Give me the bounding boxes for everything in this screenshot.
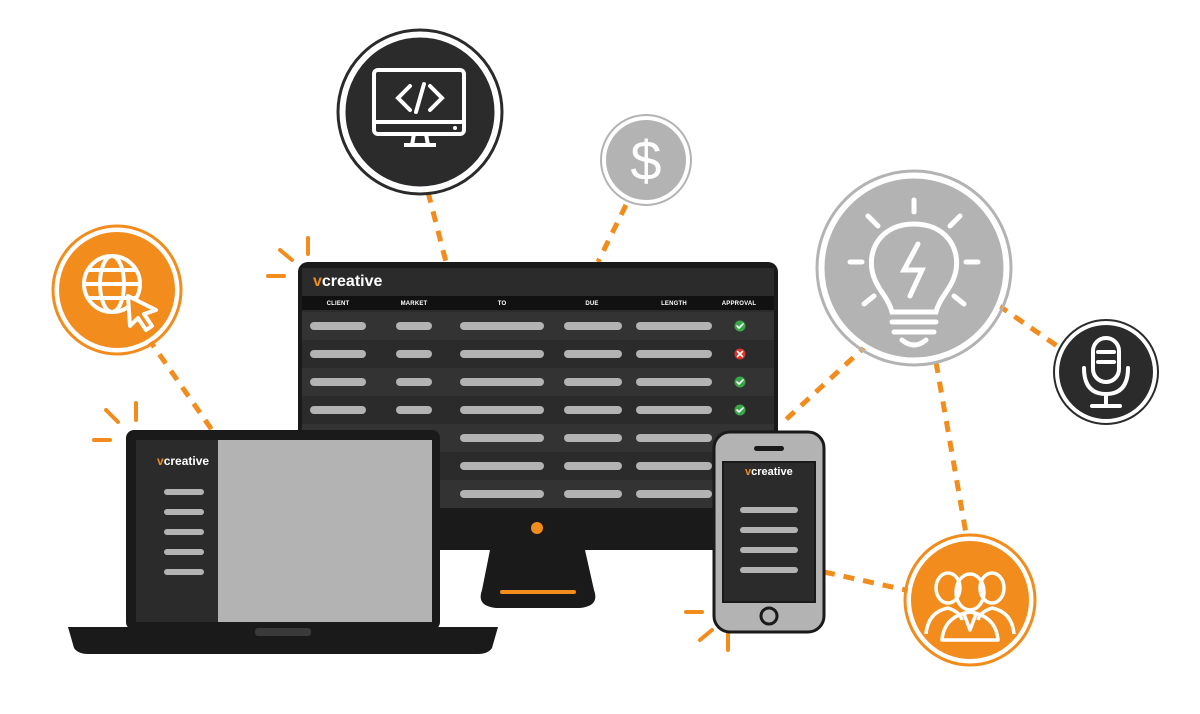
microphone-icon — [1053, 319, 1159, 425]
placeholder-bar — [396, 406, 432, 414]
placeholder-bar — [636, 434, 712, 442]
connector-lines — [145, 191, 1062, 595]
phone-menu-item — [740, 527, 798, 533]
laptop-menu-item — [164, 549, 204, 555]
laptop-brand-logo: vcreative — [157, 454, 210, 468]
monitor-stand — [480, 550, 596, 608]
laptop-menu-item — [164, 569, 204, 575]
placeholder-bar — [396, 350, 432, 358]
monitor-power-light — [531, 522, 543, 534]
phone-menu — [740, 507, 798, 573]
column-header-client: CLIENT — [326, 301, 350, 307]
monitor-brand-logo: vcreative — [313, 273, 383, 290]
smartphone — [712, 430, 826, 634]
team-icon — [903, 533, 1037, 667]
phone-menu-item — [740, 547, 798, 553]
laptop — [68, 430, 498, 654]
placeholder-bar — [396, 322, 432, 330]
column-header-to: TO — [497, 301, 507, 307]
placeholder-bar — [564, 490, 622, 498]
placeholder-bar — [564, 322, 622, 330]
svg-text:$: $ — [630, 129, 661, 192]
globe-cursor-icon — [51, 224, 183, 356]
column-header-length: LENGTH — [661, 301, 687, 307]
approved-check-icon — [734, 320, 746, 332]
placeholder-bar — [310, 378, 366, 386]
placeholder-bar — [564, 350, 622, 358]
placeholder-bar — [460, 322, 544, 330]
column-header-approval: APPROVAL — [721, 301, 757, 307]
table-row — [302, 396, 774, 424]
placeholder-bar — [460, 406, 544, 414]
placeholder-bar — [310, 350, 366, 358]
phone-menu-item — [740, 507, 798, 513]
laptop-menu — [164, 489, 204, 575]
placeholder-bar — [564, 462, 622, 470]
placeholder-bar — [310, 322, 366, 330]
laptop-menu-item — [164, 529, 204, 535]
phone-home-button — [759, 606, 779, 626]
placeholder-bar — [636, 350, 712, 358]
placeholder-bar — [564, 434, 622, 442]
placeholder-bar — [460, 434, 544, 442]
placeholder-bar — [636, 406, 712, 414]
placeholder-bar — [636, 378, 712, 386]
placeholder-bar — [460, 462, 544, 470]
code-monitor-icon — [336, 28, 504, 196]
rejected-x-icon — [734, 348, 746, 360]
placeholder-bar — [460, 350, 544, 358]
placeholder-bar — [636, 462, 712, 470]
placeholder-bar — [636, 490, 712, 498]
column-header-due: DUE — [585, 301, 599, 307]
placeholder-bar — [564, 406, 622, 414]
placeholder-bar — [396, 378, 432, 386]
phone-brand-logo: vcreative — [745, 466, 793, 478]
laptop-menu-item — [164, 509, 204, 515]
laptop-menu-item — [164, 489, 204, 495]
table-row — [302, 340, 774, 368]
laptop-base — [68, 627, 498, 654]
table-row — [302, 368, 774, 396]
placeholder-bar — [564, 378, 622, 386]
placeholder-bar — [636, 322, 712, 330]
dollar-icon: $ — [600, 114, 692, 206]
lightbulb-icon — [815, 169, 1013, 367]
placeholder-bar — [310, 406, 366, 414]
placeholder-bar — [460, 490, 544, 498]
column-header-market: MARKET — [400, 301, 428, 307]
placeholder-bar — [460, 378, 544, 386]
phone-menu-item — [740, 567, 798, 573]
table-row — [302, 312, 774, 340]
approved-check-icon — [734, 404, 746, 416]
spark-marks — [92, 236, 730, 652]
approved-check-icon — [734, 376, 746, 388]
